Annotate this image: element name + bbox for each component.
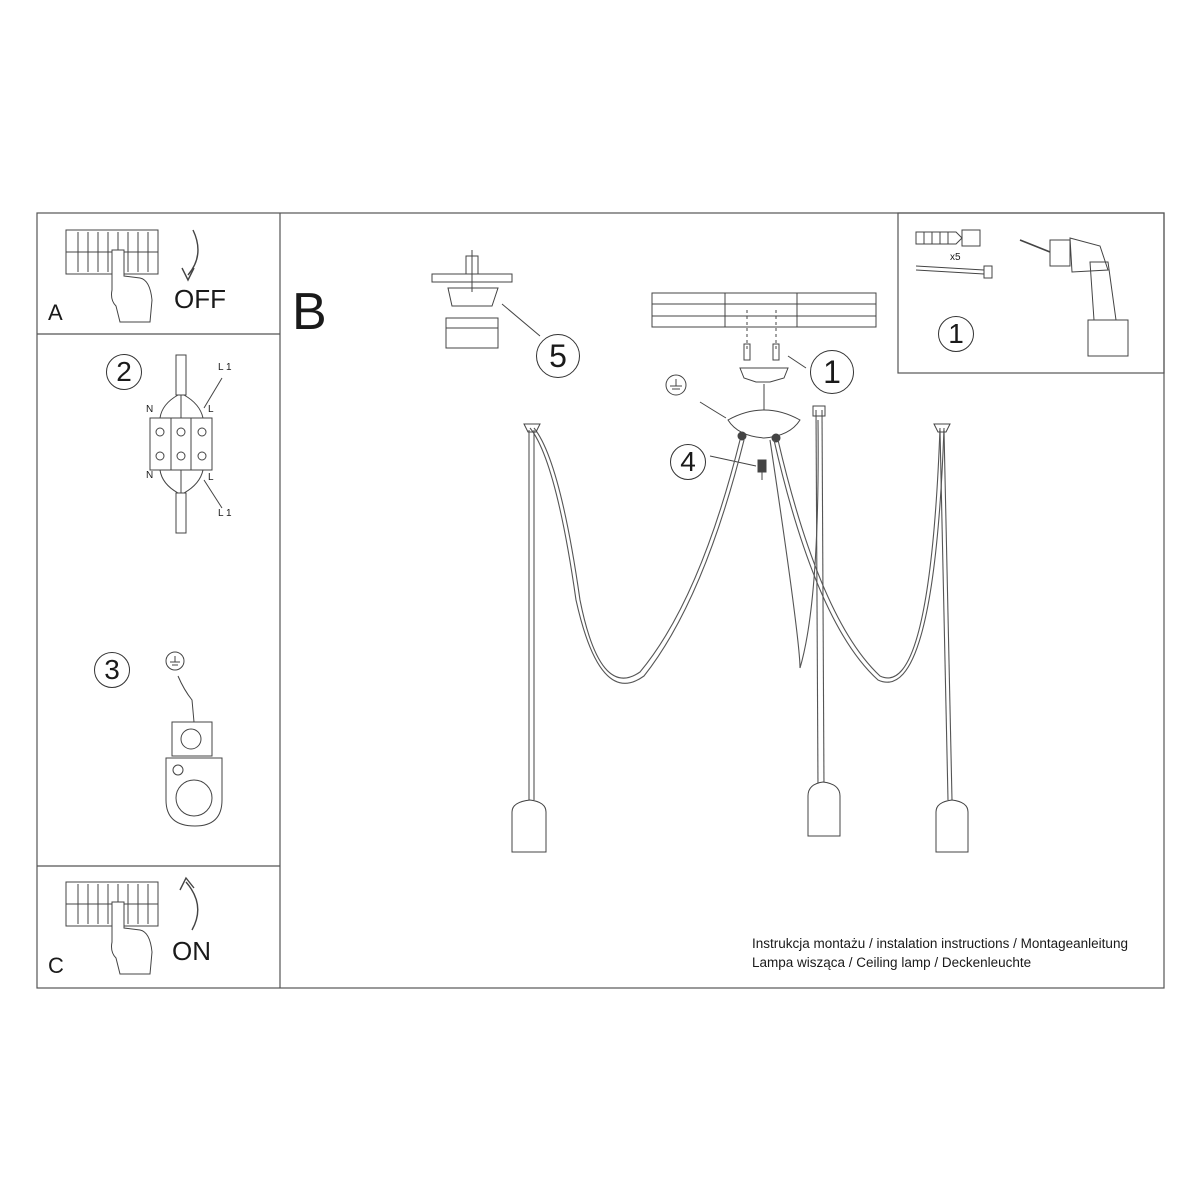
tools-box [897, 212, 1165, 374]
quantity-label: x5 [950, 252, 961, 263]
step-5-badge: 5 [536, 334, 580, 378]
step-2-badge: 2 [106, 354, 142, 390]
canopy-icon [699, 401, 801, 443]
step-4-badge: 4 [670, 444, 706, 480]
wire-l1-bottom-label: L 1 [218, 508, 232, 519]
step-2-number: 2 [116, 356, 132, 387]
wire-l-top-label: L [208, 404, 214, 415]
step-5-number: 5 [549, 337, 567, 374]
screw-icon [915, 265, 993, 279]
breaker-panel-c-icon [65, 876, 199, 975]
panel-a-letter: A [48, 300, 63, 325]
terminal-block-icon [149, 354, 223, 534]
off-label: OFF [174, 284, 226, 314]
step-3-badge: 3 [94, 652, 130, 688]
footer-line-1: Instrukcja montażu / instalation instruc… [752, 936, 1128, 951]
breaker-panel-a-icon [65, 229, 199, 323]
canopy-cross-section-icon [431, 250, 541, 349]
lamp-socket-icon [511, 781, 969, 853]
wall-plug-icon [915, 229, 981, 247]
wire-l-bottom-label: L [208, 472, 214, 483]
wire-n-top-label: N [146, 404, 154, 415]
section-b-letter: B [292, 283, 327, 341]
cable-gland-icon [709, 455, 767, 480]
mounting-bracket-icon [739, 343, 807, 410]
step-3-number: 3 [104, 654, 120, 685]
drill-icon [1019, 237, 1129, 357]
earth-terminal-icon [165, 651, 223, 827]
wire-n-bottom-label: N [146, 470, 154, 481]
step-1-tools-number: 1 [948, 318, 964, 349]
on-label: ON [172, 936, 211, 966]
hanger-clips [523, 405, 951, 433]
earth-symbol-icon [665, 374, 687, 396]
ceiling-slab-icon [651, 292, 877, 350]
footer-caption: Instrukcja montażu / instalation instruc… [752, 934, 1128, 972]
step-4-number: 4 [680, 446, 696, 477]
outer-frame [36, 212, 1165, 989]
step-1-tools-badge: 1 [938, 316, 974, 352]
step-1-mount-badge: 1 [810, 350, 854, 394]
panel-c-letter: C [48, 953, 64, 978]
pendant-cables [528, 409, 953, 801]
footer-line-2: Lampa wisząca / Ceiling lamp / Deckenleu… [752, 955, 1032, 970]
step-1-mount-number: 1 [823, 353, 841, 390]
wire-l1-top-label: L 1 [218, 362, 232, 373]
